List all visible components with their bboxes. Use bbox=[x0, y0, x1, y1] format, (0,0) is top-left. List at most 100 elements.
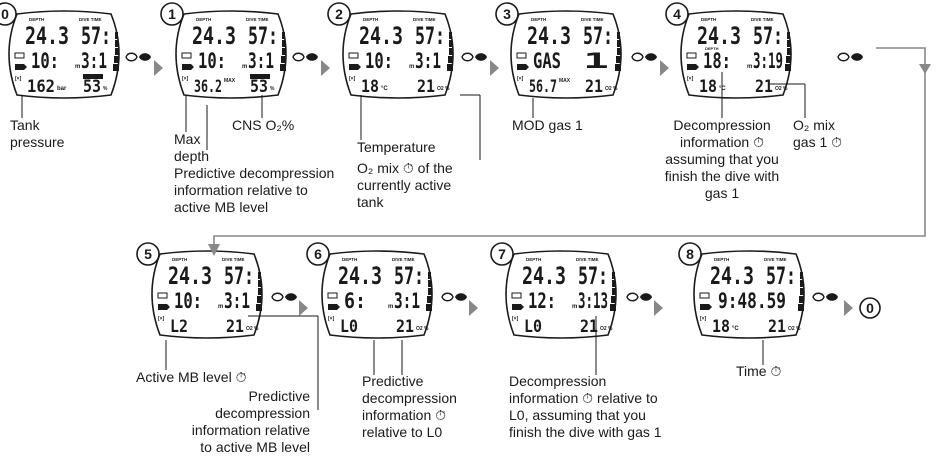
step-number: 1 bbox=[168, 6, 176, 22]
depth-unit: m bbox=[218, 304, 223, 310]
display-frame bbox=[505, 250, 617, 339]
lcd-depth: 24.3 bbox=[710, 262, 754, 290]
battery-segment bbox=[615, 64, 621, 71]
lcd-max-tag: MAX bbox=[559, 78, 571, 84]
gas-arrow-icon bbox=[182, 64, 194, 70]
mb-indicator: [×] bbox=[15, 76, 22, 82]
display-frame bbox=[510, 10, 622, 99]
lcd-bottom-left: 36.2 bbox=[194, 77, 222, 97]
display-frame bbox=[342, 10, 454, 99]
mb-indicator: [×] bbox=[182, 76, 189, 82]
battery-segment bbox=[616, 56, 621, 63]
lcd-depth: 24.3 bbox=[168, 262, 212, 290]
battery-segment bbox=[281, 56, 286, 63]
battery-segment bbox=[800, 280, 803, 287]
depth-caption: DEPTH bbox=[29, 17, 44, 22]
flow-arrow bbox=[490, 60, 499, 76]
lcd-bottom-left: L2 bbox=[170, 317, 188, 337]
lcd-row2-left: 18: bbox=[703, 49, 731, 73]
lcd-bottom-right-unit: % bbox=[103, 86, 108, 92]
lcd-bottom-right: 21 bbox=[580, 317, 598, 337]
lcd-depth: 24.3 bbox=[359, 22, 403, 50]
battery-segment bbox=[449, 32, 452, 39]
lcd-dive-time: 57: bbox=[415, 22, 445, 50]
display-frame bbox=[680, 10, 792, 99]
lcd-bottom-left: 18 bbox=[361, 77, 379, 97]
battery-segment bbox=[428, 272, 431, 279]
dive-time-caption: DIVE TIME bbox=[79, 17, 102, 22]
depth-caption: DEPTH bbox=[531, 17, 546, 22]
lcd-bottom-right: 21 bbox=[768, 317, 786, 337]
lcd-depth-tag: DEPTH bbox=[705, 46, 719, 51]
lcd-bottom-left: L0 bbox=[340, 317, 358, 337]
lcd-row2-left: GAS bbox=[533, 49, 561, 73]
lcd-bottom-right-unit: O2 % bbox=[437, 86, 450, 92]
lcd-dive-time: 57: bbox=[766, 262, 796, 290]
depth-caption: DEPTH bbox=[526, 257, 541, 262]
tank-icon bbox=[516, 52, 527, 59]
battery-segment bbox=[114, 56, 119, 63]
flow-arrow bbox=[469, 300, 478, 316]
gas-arrow-icon bbox=[687, 64, 699, 70]
battery-segment bbox=[617, 40, 620, 47]
lcd-bottom-right: 53 bbox=[83, 77, 101, 97]
lcd-row2-left: 10: bbox=[198, 49, 226, 73]
button-press-icon bbox=[837, 52, 864, 62]
step-number: 7 bbox=[498, 246, 506, 262]
battery-segment bbox=[115, 32, 118, 39]
dive-time-caption: DIVE TIME bbox=[413, 17, 436, 22]
button-press-icon bbox=[461, 52, 488, 62]
battery-segment bbox=[426, 304, 432, 311]
depth-unit: m bbox=[388, 304, 393, 310]
battery-segment bbox=[115, 48, 119, 55]
return-to-step-number: 0 bbox=[866, 300, 874, 316]
lcd-row2-right: 3:1 bbox=[224, 289, 250, 313]
lcd-dive-time: 57: bbox=[753, 22, 783, 50]
lcd-depth: 24.3 bbox=[192, 22, 236, 50]
cns-flag bbox=[83, 74, 103, 79]
gas-arrow-icon bbox=[349, 64, 361, 70]
caption-leader-lines bbox=[21, 72, 806, 410]
lcd-bottom-right: 53 bbox=[250, 77, 268, 97]
caption-time: Time ⏱ bbox=[736, 363, 782, 379]
lcd-bottom-right-unit: O2 % bbox=[416, 326, 429, 332]
battery-segment bbox=[282, 48, 286, 55]
lcd-bottom-left: L0 bbox=[524, 317, 542, 337]
caption-mod-gas-1: MOD gas 1 bbox=[512, 117, 583, 133]
button-press-icon bbox=[626, 292, 653, 302]
lcd-row2-right: 3:19 bbox=[753, 49, 783, 73]
dive-time-caption: DIVE TIME bbox=[222, 257, 245, 262]
lcd-row2-left: 10: bbox=[31, 49, 59, 73]
battery-segment bbox=[786, 56, 791, 63]
battery-segment bbox=[448, 56, 453, 63]
step-number-badge bbox=[0, 2, 17, 26]
lcd-bottom-right: 21 bbox=[585, 77, 603, 97]
depth-unit: m bbox=[75, 64, 80, 70]
lcd-dive-time: 57: bbox=[248, 22, 278, 50]
lcd-bottom-right-unit: O2 % bbox=[775, 86, 788, 92]
battery-segment bbox=[787, 32, 790, 39]
lcd-bottom-left-unit: °C bbox=[732, 326, 739, 332]
battery-segment bbox=[612, 288, 616, 295]
battery-segment bbox=[427, 296, 432, 303]
depth-caption: DEPTH bbox=[701, 17, 716, 22]
step-number-badge bbox=[495, 2, 519, 26]
lcd-bottom-left: 18 bbox=[712, 317, 730, 337]
mb-indicator: [×] bbox=[517, 76, 524, 82]
flow-connector bbox=[208, 47, 931, 256]
tank-icon bbox=[157, 292, 168, 299]
flow-arrow bbox=[844, 300, 853, 316]
lcd-row2-right: 3:1 bbox=[248, 49, 274, 73]
step-number: 4 bbox=[673, 6, 681, 22]
step-number-badge bbox=[160, 2, 184, 26]
battery-segment bbox=[428, 288, 432, 295]
